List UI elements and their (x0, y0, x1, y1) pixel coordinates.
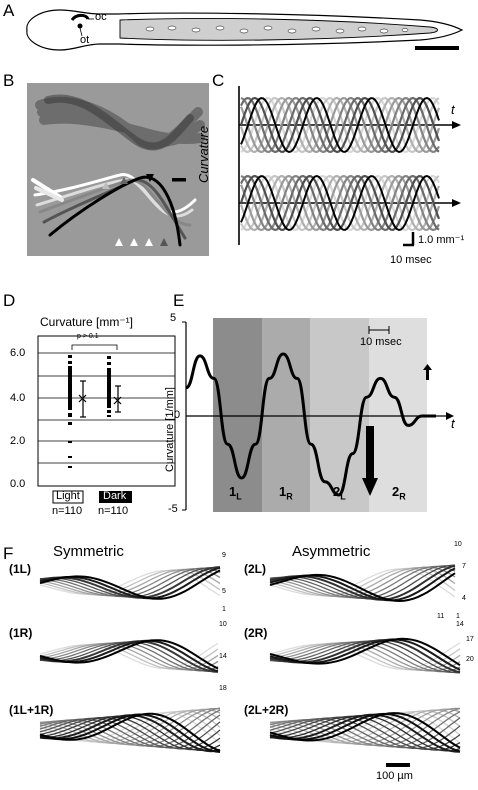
frame-num: 14 (219, 653, 227, 660)
panel-f-scale-bar (386, 763, 410, 767)
panel-d-title: Curvature [mm⁻¹] (40, 315, 134, 329)
panel-c-trace (240, 174, 440, 232)
panel-e-ylabel: Curvature [1/mm] (164, 387, 176, 472)
panel-e-scale: 10 msec (360, 336, 402, 348)
panel-a-larva (26, 9, 464, 51)
panel-c-trace (240, 96, 440, 154)
panel-label-f: F (3, 544, 14, 563)
legend-light-label: Light (56, 490, 80, 502)
panel-c-trace (239, 96, 441, 154)
legend-dark-label: Dark (103, 490, 127, 502)
posture-line (39, 568, 221, 597)
panel-f-asymmetric: Asymmetric (292, 543, 371, 560)
panel-e-tick-neg5: -5 (168, 503, 178, 515)
frame-num: 11 (437, 613, 445, 620)
panel-c-ylabel: Curvature (196, 125, 211, 183)
posture-line (39, 713, 221, 753)
frame-num: 7 (462, 563, 466, 570)
panel-c-trace (239, 174, 441, 232)
posture-line (39, 714, 221, 748)
posture-line (39, 569, 221, 600)
panel-e-tick-5: 5 (170, 312, 177, 324)
posture-line (39, 642, 219, 671)
notochord-cells (145, 25, 409, 34)
panel-f-scale: 100 µm (376, 770, 413, 782)
posture-line (39, 716, 221, 751)
panel-c-trace (240, 96, 440, 154)
posture-line (39, 640, 219, 673)
panel-label-b: B (3, 71, 15, 90)
frame-num: 18 (219, 685, 227, 692)
frame-num: 5 (222, 588, 226, 595)
frame-num: 1 (222, 606, 226, 613)
posture-line (269, 713, 461, 753)
row-label-2l-2r: (2L+2R) (244, 703, 289, 717)
posture-line (269, 712, 461, 749)
panel-c-scale-y: 1.0 mm⁻¹ (418, 234, 465, 246)
phase-band (262, 318, 310, 512)
frame-num: 14 (456, 621, 464, 628)
frame-num: 1 (456, 613, 460, 620)
panel-d-tick-2: 2.0 (10, 435, 26, 447)
panel-c-trace (240, 174, 440, 232)
panel-c-t-label: t (451, 102, 455, 117)
row-label-1l-1r: (1L+1R) (9, 703, 54, 717)
frame-num: 10 (454, 541, 462, 548)
phase-label-2r: 2R (392, 484, 406, 502)
posture-line (39, 707, 221, 746)
legend-light-swatch (52, 490, 84, 504)
phase-label-1l: 1L (229, 484, 242, 502)
panel-c-traces (238, 86, 461, 247)
panel-e-curvature-line (185, 352, 436, 497)
panel-e-plot (182, 318, 454, 512)
frame-num: 17 (466, 636, 474, 643)
panel-label-a: A (3, 1, 15, 20)
panel-d-tick-0: 0.0 (10, 478, 26, 490)
legend-light-n: n=110 (52, 505, 83, 517)
panel-b-scale-bar (172, 178, 186, 182)
phase-label-1r: 1R (279, 484, 293, 502)
panel-d-plot (37, 335, 176, 504)
phase-band (310, 318, 369, 512)
label-ot: ot (80, 34, 90, 46)
posture-line (269, 707, 461, 746)
posture-line (269, 709, 461, 745)
row-label-2l: (2L) (244, 562, 266, 576)
posture-line (269, 572, 456, 603)
panel-f-postures (39, 564, 461, 753)
posture-line (39, 712, 221, 752)
panel-label-d: D (3, 291, 16, 310)
panel-c-trace (240, 174, 440, 232)
panel-d-p-value: p > 0.1 (77, 333, 99, 340)
panel-c-trace (240, 96, 440, 154)
panel-label-c: C (212, 71, 225, 90)
posture-line (39, 717, 221, 749)
row-label-1r: (1R) (9, 626, 33, 640)
phase-band (369, 318, 427, 512)
posture-line (39, 566, 221, 599)
panel-d-tick-4: 4.0 (10, 392, 26, 404)
panel-a-scale-bar (415, 46, 459, 50)
row-label-2r: (2R) (244, 626, 268, 640)
frame-num: 20 (466, 656, 474, 663)
frame-num: 10 (219, 621, 227, 628)
panel-f-symmetric: Symmetric (53, 543, 124, 560)
label-oc: oc (95, 11, 107, 23)
panel-label-e: E (173, 291, 185, 310)
frame-num: 9 (222, 552, 226, 559)
panel-b-photo (27, 83, 209, 256)
panel-c-scale-x: 10 msec (390, 254, 432, 266)
frame-num: 4 (462, 595, 466, 602)
posture-line (39, 639, 219, 670)
legend-dark-n: n=110 (98, 505, 129, 517)
panel-d-tick-6: 6.0 (10, 347, 26, 359)
posture-line (269, 637, 461, 667)
row-label-1l: (1L) (9, 562, 31, 576)
phase-label-2l: 2L (333, 484, 346, 502)
panel-e-tick-0: 0 (174, 409, 181, 421)
legend-dark-swatch (99, 491, 132, 503)
panel-e-t-label: t (451, 416, 455, 431)
